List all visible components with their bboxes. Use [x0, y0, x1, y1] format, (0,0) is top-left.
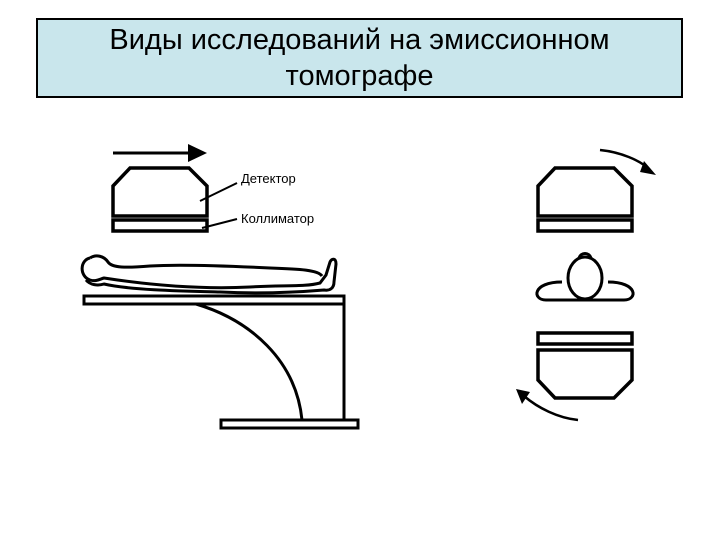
slide-title: Виды исследований на эмиссионном томогра…	[109, 24, 610, 92]
collimator-leader-line	[201, 218, 238, 229]
patient-cross-section	[535, 252, 635, 302]
table-base	[219, 418, 360, 430]
tomographic-scan-diagram	[516, 148, 656, 422]
collimator-label: Коллиматор	[241, 211, 314, 226]
top-detector-head	[536, 166, 634, 218]
planar-scan-diagram: Детектор Коллиматор	[80, 144, 360, 430]
bottom-collimator	[536, 331, 634, 346]
detector-head	[111, 166, 209, 218]
patient-table	[82, 294, 346, 306]
detector-label: Детектор	[241, 171, 296, 186]
rotation-arrow-bottom	[523, 395, 579, 422]
collimator	[111, 218, 209, 233]
bottom-detector-head	[536, 348, 634, 400]
top-collimator	[536, 218, 634, 233]
detector-leader-line	[199, 182, 238, 202]
scan-direction-arrow	[113, 144, 207, 162]
table-support-curve	[195, 302, 304, 421]
patient-side-view	[80, 254, 338, 295]
slide-title-box: Виды исследований на эмиссионном томогра…	[36, 18, 683, 98]
